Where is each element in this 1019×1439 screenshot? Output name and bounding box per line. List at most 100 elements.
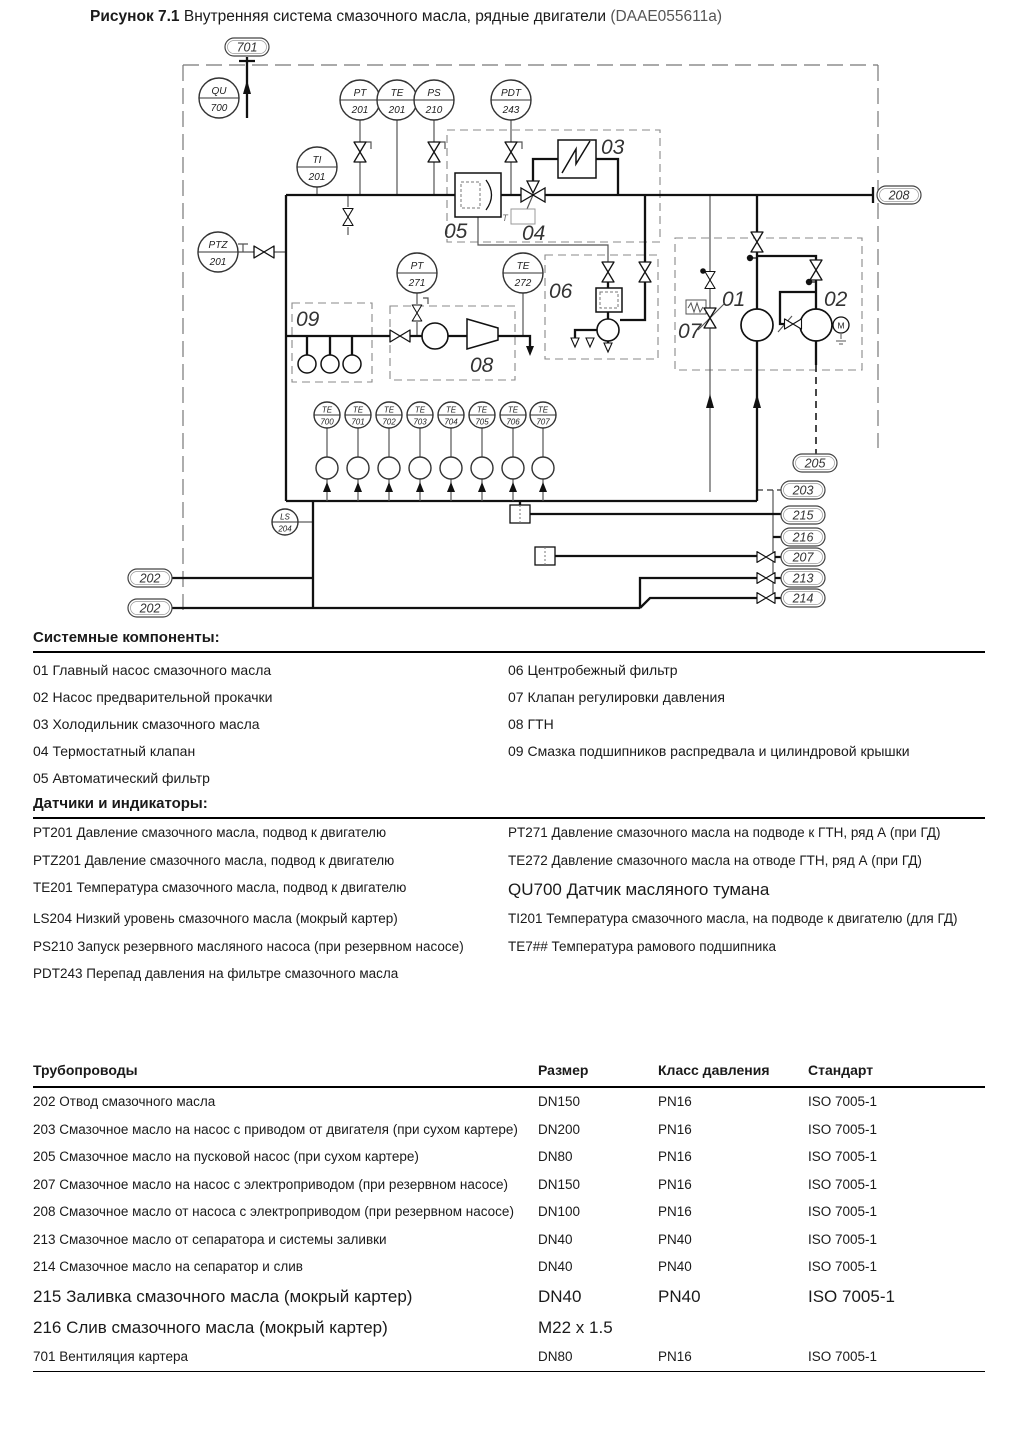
sensors-section: Датчики и индикаторы: PT201 Давление сма… [33,795,985,990]
component-item-right-0: 06 Центробежный фильтр [508,661,678,678]
pipe-flag-701: 701 [224,37,270,57]
pipe-std-cell: ISO 7005-1 [808,1094,878,1109]
pipe-flag-214: 214 [780,588,826,608]
figure-label: Рисунок 7.1 [90,8,180,25]
svg-text:214: 214 [792,592,814,606]
svg-text:TE: TE [322,406,333,415]
svg-text:701: 701 [351,418,364,427]
col-header-pipelines: Трубопроводы [33,1058,538,1088]
instrument-bubble-qu700: QU700 [198,77,240,119]
svg-text:TE: TE [353,406,364,415]
svg-text:201: 201 [308,172,326,183]
svg-text:QU: QU [212,86,228,97]
pipe-size-cell: DN80 [538,1349,573,1365]
pipe-name-cell: 216 Слив смазочного масла (мокрый картер… [33,1318,388,1338]
svg-text:PDT: PDT [501,88,522,99]
svg-text:702: 702 [382,418,396,427]
pipe-name-cell: 203 Смазочное масло на насос с приводом … [33,1121,518,1137]
table-row: 205 Смазочное масло на пусковой насос (п… [33,1143,985,1171]
svg-text:701: 701 [237,41,258,55]
sensor-item-left-1: PTZ201 Давление смазочного масла, подвод… [33,852,395,868]
pipe-size-cell: DN100 [538,1204,581,1220]
pipe-name-cell: 207 Смазочное масло на насос с электропр… [33,1176,508,1192]
pipe-size-cell: DN40 [538,1286,582,1306]
pipe-size-cell: DN150 [538,1176,581,1192]
sensor-row: PS210 Запуск резервного масляного насоса… [33,935,985,963]
system-components-section: Системные компоненты: 01 Главный насос с… [33,629,985,791]
table-row: 207 Смазочное масло на насос с электропр… [33,1171,985,1199]
component-item-left-1: 02 Насос предварительной прокачки [33,688,273,705]
flow-arrows [243,80,761,408]
component-item-left-2: 03 Холодильник смазочного масла [33,715,260,732]
svg-text:PS: PS [427,88,441,99]
svg-text:202: 202 [139,602,161,616]
component-item-right-3: 09 Смазка подшипников распредвала и цили… [508,742,910,759]
component-label-09: 09 [296,308,320,331]
pipe-flag-203: 203 [780,480,826,500]
component-label-03: 03 [601,136,625,159]
figure-title-text: Внутренняя система смазочного масла, ряд… [179,8,611,25]
table-row: 213 Смазочное масло от сепаратора и сист… [33,1226,985,1254]
instrument-leads [238,120,774,598]
table-row: 215 Заливка смазочного масла (мокрый кар… [33,1281,985,1312]
sensors-heading: Датчики и индикаторы: [33,795,985,819]
pipe-size-cell: DN150 [538,1094,581,1109]
svg-text:LS: LS [280,513,290,522]
figure-title: Рисунок 7.1 Внутренняя система смазочног… [90,8,722,26]
pipe-name-cell: 214 Смазочное масло на сепаратор и слив [33,1259,303,1275]
sensor-item-right-0: PT271 Давление смазочного масла на подво… [508,825,941,840]
pipe-size-cell: DN200 [538,1121,581,1137]
pipe-pclass-cell: PN16 [658,1149,692,1165]
pipe-pclass-cell: PN16 [658,1204,692,1220]
svg-text:707: 707 [536,418,550,427]
pipe-std-cell: ISO 7005-1 [808,1204,878,1220]
instrument-bubble-te701: TE 701 [344,401,372,501]
sensor-row: PTZ201 Давление смазочного масла, подвод… [33,849,985,877]
pipe-name-cell: 701 Вентиляция картера [33,1349,188,1365]
sensor-row: PT201 Давление смазочного масла, подвод … [33,821,985,849]
svg-text:204: 204 [277,525,292,534]
svg-text:706: 706 [506,418,520,427]
pipe-size-cell: DN80 [538,1149,573,1165]
sensor-item-right-1: TE272 Давление смазочного масла на отвод… [508,852,922,868]
instrument-bubble-ptz201: PTZ201 [197,231,239,273]
component-item-left-4: 05 Автоматический фильтр [33,769,210,786]
instrument-bubble-pt271: PT271 [396,252,438,294]
svg-text:TE: TE [384,406,395,415]
pipe-size-cell: DN40 [538,1231,573,1247]
component-label-04: 04 [522,222,545,245]
instrument-bubble-te201: TE201 [376,79,418,121]
pipe-name-cell: 202 Отвод смазочного масла [33,1094,216,1109]
svg-text:215: 215 [792,509,814,523]
figure-doc-ref: (DAAE055611a) [610,8,723,25]
pipe-flag-215: 215 [780,505,826,525]
pipe-std-cell: ISO 7005-1 [808,1176,878,1192]
lube-oil-diagram: M T QU700PT201TE201PS210PDT243TI201PTZ20… [127,37,922,618]
instrument-bubble-te702: TE 702 [375,401,403,501]
pipe-std-cell [808,1312,985,1343]
instrument-bubble-pdt243: PDT243 [490,79,532,121]
svg-text:PT: PT [354,88,368,99]
col-header-pressure-class: Класс давления [658,1058,808,1088]
svg-text:203: 203 [792,484,814,498]
sensor-row: TE201 Температура смазочного масла, подв… [33,876,985,907]
col-header-standard: Стандарт [808,1058,985,1088]
svg-text:201: 201 [388,105,406,116]
sensor-item-left-4: PS210 Запуск резервного масляного насоса… [33,938,464,954]
pipe-pclass-cell [658,1312,808,1343]
instrument-bubble-te272: TE272 [502,252,544,294]
sensor-item-right-2: QU700 Датчик масляного тумана [508,880,770,900]
svg-text:PTZ: PTZ [209,240,229,251]
pipe-std-cell: ISO 7005-1 [808,1121,878,1137]
